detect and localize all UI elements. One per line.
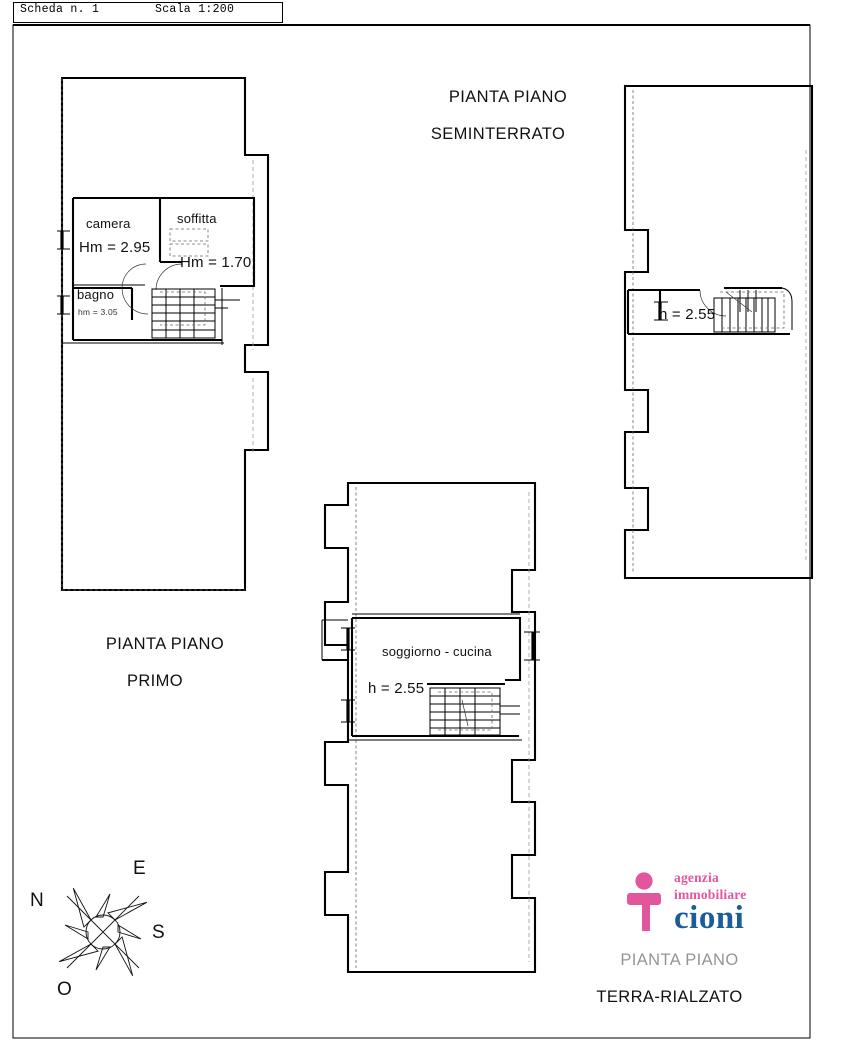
logo-line-agenzia: agenzia xyxy=(674,870,719,885)
plan-piano-primo-interior xyxy=(57,196,256,345)
plan-title-primo: PIANTA PIANO PRIMO xyxy=(60,617,250,728)
logo-line-immobiliare: immobiliare xyxy=(674,887,747,902)
plan-piano-primo-outline xyxy=(60,76,270,592)
staircase-piano-primo xyxy=(151,288,228,345)
room-label-soggiorno-cucina: soggiorno - cucina xyxy=(382,644,492,659)
compass-label-east: E xyxy=(133,858,146,879)
compass-label-west: O xyxy=(57,979,72,1000)
height-label-bagno: hm = 3.05 xyxy=(78,307,118,317)
staircase-seminterrato xyxy=(713,290,785,333)
plan-title-seminterrato-line1: PIANTA PIANO xyxy=(448,88,568,107)
agency-logo: agenzia immobiliare cioni xyxy=(624,868,794,940)
plan-title-terra-rialzato: PIANTA PIANO TERRA-RIALZATO xyxy=(562,933,777,1044)
logo-figure-icon xyxy=(627,872,674,932)
plan-title-terra-rialzato-line1: PIANTA PIANO xyxy=(620,951,739,970)
plan-title-seminterrato-line2: SEMINTERRATO xyxy=(430,125,566,144)
plan-title-primo-line1: PIANTA PIANO xyxy=(105,635,225,654)
plan-seminterrato-interior xyxy=(626,286,793,336)
plan-terra-rialzato-interior xyxy=(321,613,540,741)
height-label-soggiorno-cucina: h = 2.55 xyxy=(368,680,425,697)
logo-line-cioni: cioni xyxy=(674,900,745,936)
height-label-camera: Hm = 2.95 xyxy=(79,239,151,256)
title-block-box xyxy=(13,2,283,23)
scale-label: Scala 1:200 xyxy=(155,3,235,16)
compass-rose xyxy=(58,887,148,977)
plan-title-terra-rialzato-line2: TERRA-RIALZATO xyxy=(596,988,743,1007)
room-label-bagno: bagno xyxy=(77,287,115,302)
height-label-soffitta: Hm = 1.70 xyxy=(180,254,252,271)
plan-title-primo-line2: PRIMO xyxy=(126,672,184,691)
compass-label-north: N xyxy=(30,890,44,911)
staircase-terra-rialzato xyxy=(427,682,520,736)
plan-terra-rialzato-outline xyxy=(323,481,537,974)
height-label-seminterrato: h = 2.55 xyxy=(659,306,716,323)
compass-label-south: S xyxy=(152,922,165,943)
sheet-number-label: Scheda n. 1 xyxy=(20,3,100,16)
room-label-soffitta: soffitta xyxy=(177,211,217,226)
plan-title-seminterrato: PIANTA PIANO SEMINTERRATO xyxy=(398,70,598,181)
plan-seminterrato-outline xyxy=(623,84,814,580)
page-frame xyxy=(12,23,811,1039)
room-label-camera: camera xyxy=(86,216,131,231)
